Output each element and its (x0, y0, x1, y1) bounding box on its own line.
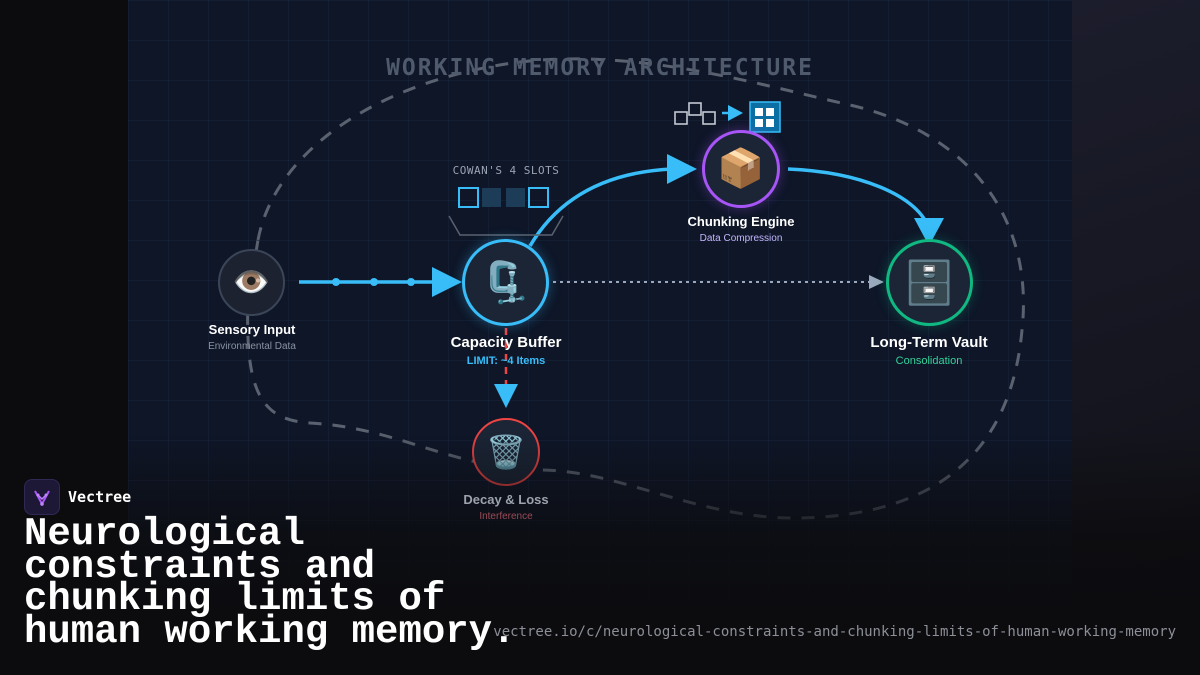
chunk-block-cell (755, 108, 763, 116)
chunk-block-cell (755, 119, 763, 127)
flow-dot (407, 278, 415, 286)
slot-filled (482, 188, 501, 207)
flow-dot (332, 278, 340, 286)
chunking-engine-label: Chunking Engine (687, 214, 795, 229)
cowan-slots-label: COWAN'S 4 SLOTS (452, 164, 560, 177)
slot-filled (506, 188, 525, 207)
chunking-engine-sublabel: Data Compression (699, 233, 783, 244)
sensory-input-sublabel: Environmental Data (208, 341, 296, 352)
page-url[interactable]: vectree.io/c/neurological-constraints-an… (493, 624, 1176, 640)
capacity-buffer-label: Capacity Buffer (450, 334, 562, 351)
brand-name: Vectree (68, 488, 132, 506)
capacity-buffer-limit: LIMIT: ~4 Items (466, 355, 546, 367)
cowan-slots (448, 187, 564, 236)
eye-icon: 👁️ (232, 265, 271, 299)
long-term-vault-sublabel: Consolidation (895, 355, 963, 367)
brand[interactable]: Vectree (24, 479, 131, 515)
slot-empty (458, 187, 479, 208)
chunk-block (749, 101, 781, 133)
buffer-to-decay-arrowhead (494, 384, 518, 408)
sensory-input-label: Sensory Input (208, 322, 296, 337)
long-term-vault-label: Long-Term Vault (870, 334, 988, 351)
chunking-engine-node[interactable]: 📦 (702, 130, 780, 208)
buffer-to-chunking-arrowhead (667, 154, 697, 184)
chunk-square (674, 111, 688, 125)
chunking-illustration (674, 101, 781, 133)
chunking-to-vault-curve (787, 167, 930, 227)
capacity-buffer-node[interactable]: 🗜️ (462, 239, 549, 326)
bottom-gradient-overlay (0, 430, 1200, 675)
sensory-input-node[interactable]: 👁️ (218, 249, 285, 316)
flow-dot (370, 278, 378, 286)
chunk-square (702, 111, 716, 125)
long-term-vault-node[interactable]: 🗄️ (886, 239, 973, 326)
clamp-icon: 🗜️ (480, 260, 531, 305)
buffer-to-chunking-curve (528, 167, 673, 247)
vectree-logo-icon (24, 479, 60, 515)
slot-empty (528, 187, 549, 208)
decay-loss-sublabel: Interference (479, 511, 533, 522)
chunk-arrowhead (728, 105, 743, 121)
chunking-to-vault-arrowhead (914, 218, 944, 246)
vectree-logo-icon (34, 490, 50, 507)
file-cabinet-icon: 🗄️ (903, 258, 956, 306)
decay-loss-label: Decay & Loss (463, 492, 549, 507)
package-icon: 📦 (717, 148, 765, 190)
chunk-block-cell (766, 119, 774, 127)
slots-bracket (448, 215, 564, 236)
sensory-to-buffer-arrowhead (432, 267, 462, 297)
headline: Neurological constraints and chunking li… (24, 512, 516, 654)
diagram-title: WORKING MEMORY ARCHITECTURE (386, 55, 814, 81)
bypass-arrowhead (869, 275, 884, 289)
chunk-block-cell (766, 108, 774, 116)
chunk-square (688, 102, 702, 116)
